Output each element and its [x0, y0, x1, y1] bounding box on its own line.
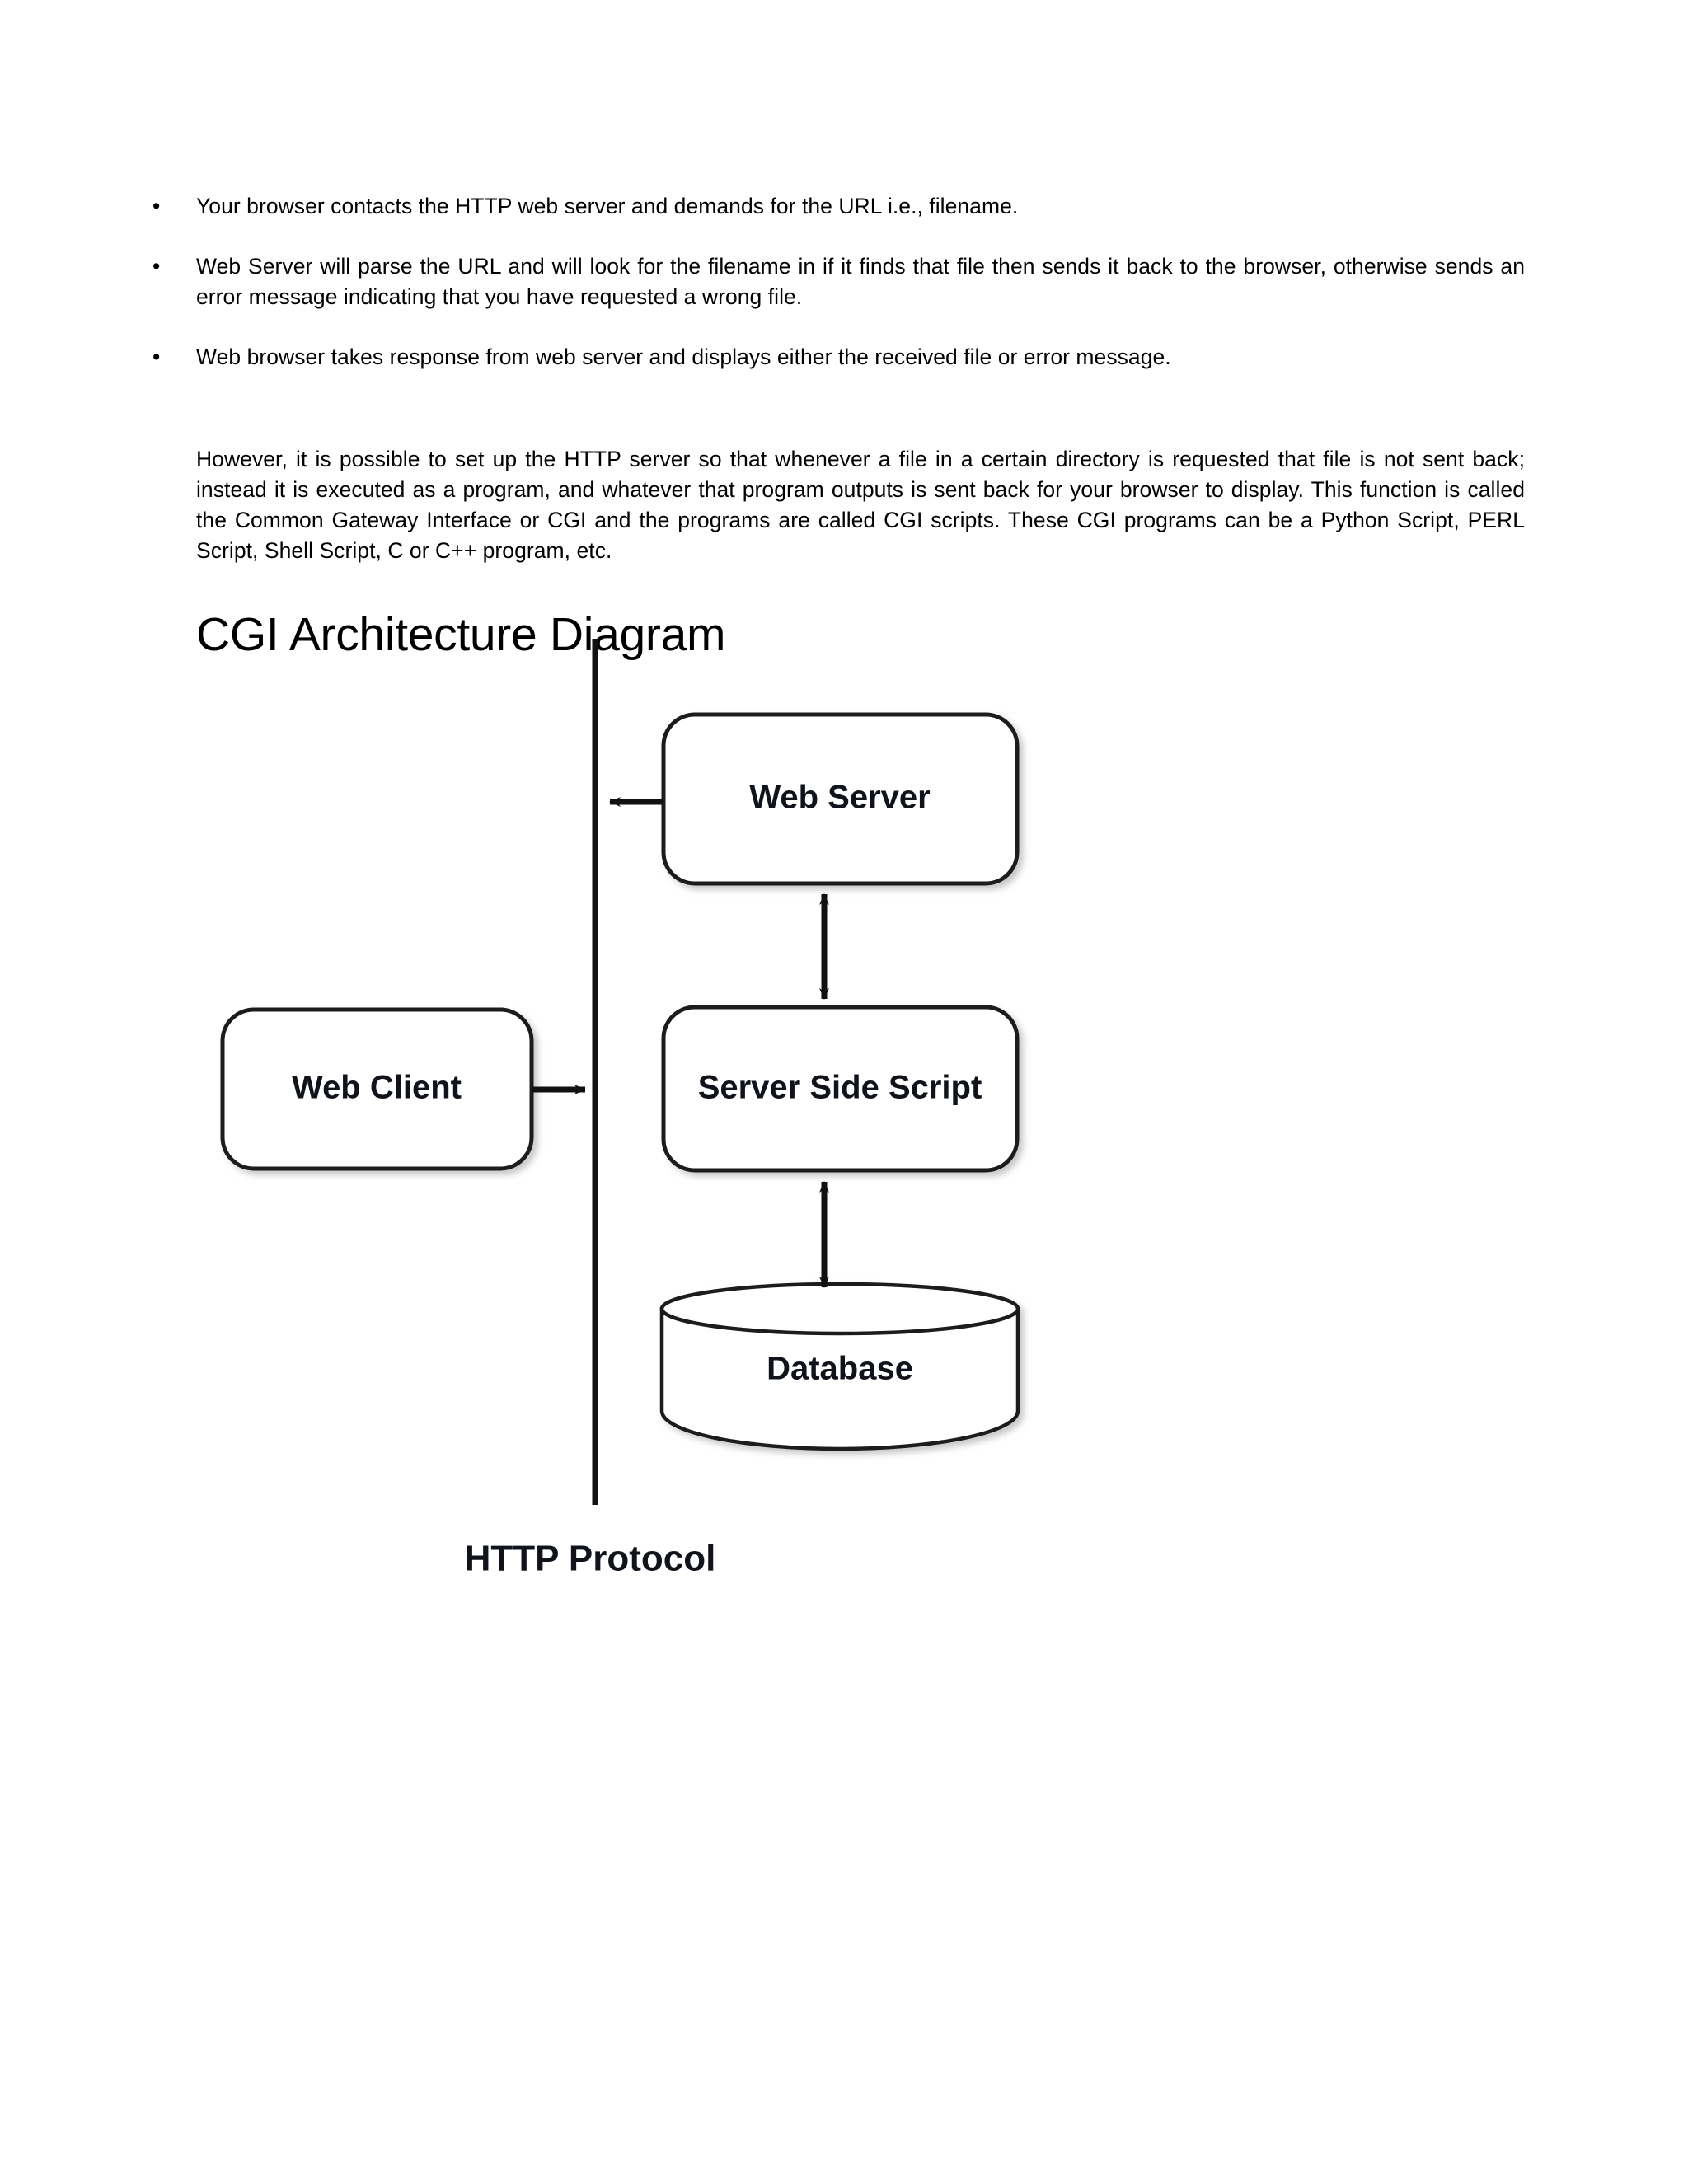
- bullet-marker-icon: •: [152, 254, 161, 279]
- node-server-side-script-label: Server Side Script: [698, 1070, 982, 1106]
- bullet-marker-icon: •: [152, 194, 161, 218]
- node-web-client-label: Web Client: [292, 1070, 462, 1106]
- bullet-list: • Your browser contacts the HTTP web ser…: [152, 191, 1525, 373]
- http-protocol-label: HTTP Protocol: [465, 1539, 716, 1579]
- node-web-client: Web Client: [220, 1007, 534, 1171]
- node-web-server: Web Server: [661, 712, 1020, 886]
- list-item: • Web browser takes response from web se…: [152, 342, 1525, 373]
- list-item: • Web Server will parse the URL and will…: [152, 251, 1525, 312]
- node-server-side-script: Server Side Script: [661, 1005, 1020, 1173]
- node-database: [659, 1282, 1020, 1451]
- list-item-text: Web Server will parse the URL and will l…: [196, 254, 1525, 309]
- list-item-text: Your browser contacts the HTTP web serve…: [196, 194, 1019, 218]
- page-title: CGI Architecture Diagram: [196, 608, 726, 662]
- bullet-marker-icon: •: [152, 344, 161, 369]
- node-database-label: Database: [767, 1351, 913, 1387]
- node-web-server-label: Web Server: [749, 780, 930, 816]
- body-paragraph: However, it is possible to set up the HT…: [196, 446, 1525, 563]
- list-item-text: Web browser takes response from web serv…: [196, 344, 1171, 369]
- list-item: • Your browser contacts the HTTP web ser…: [152, 191, 1525, 222]
